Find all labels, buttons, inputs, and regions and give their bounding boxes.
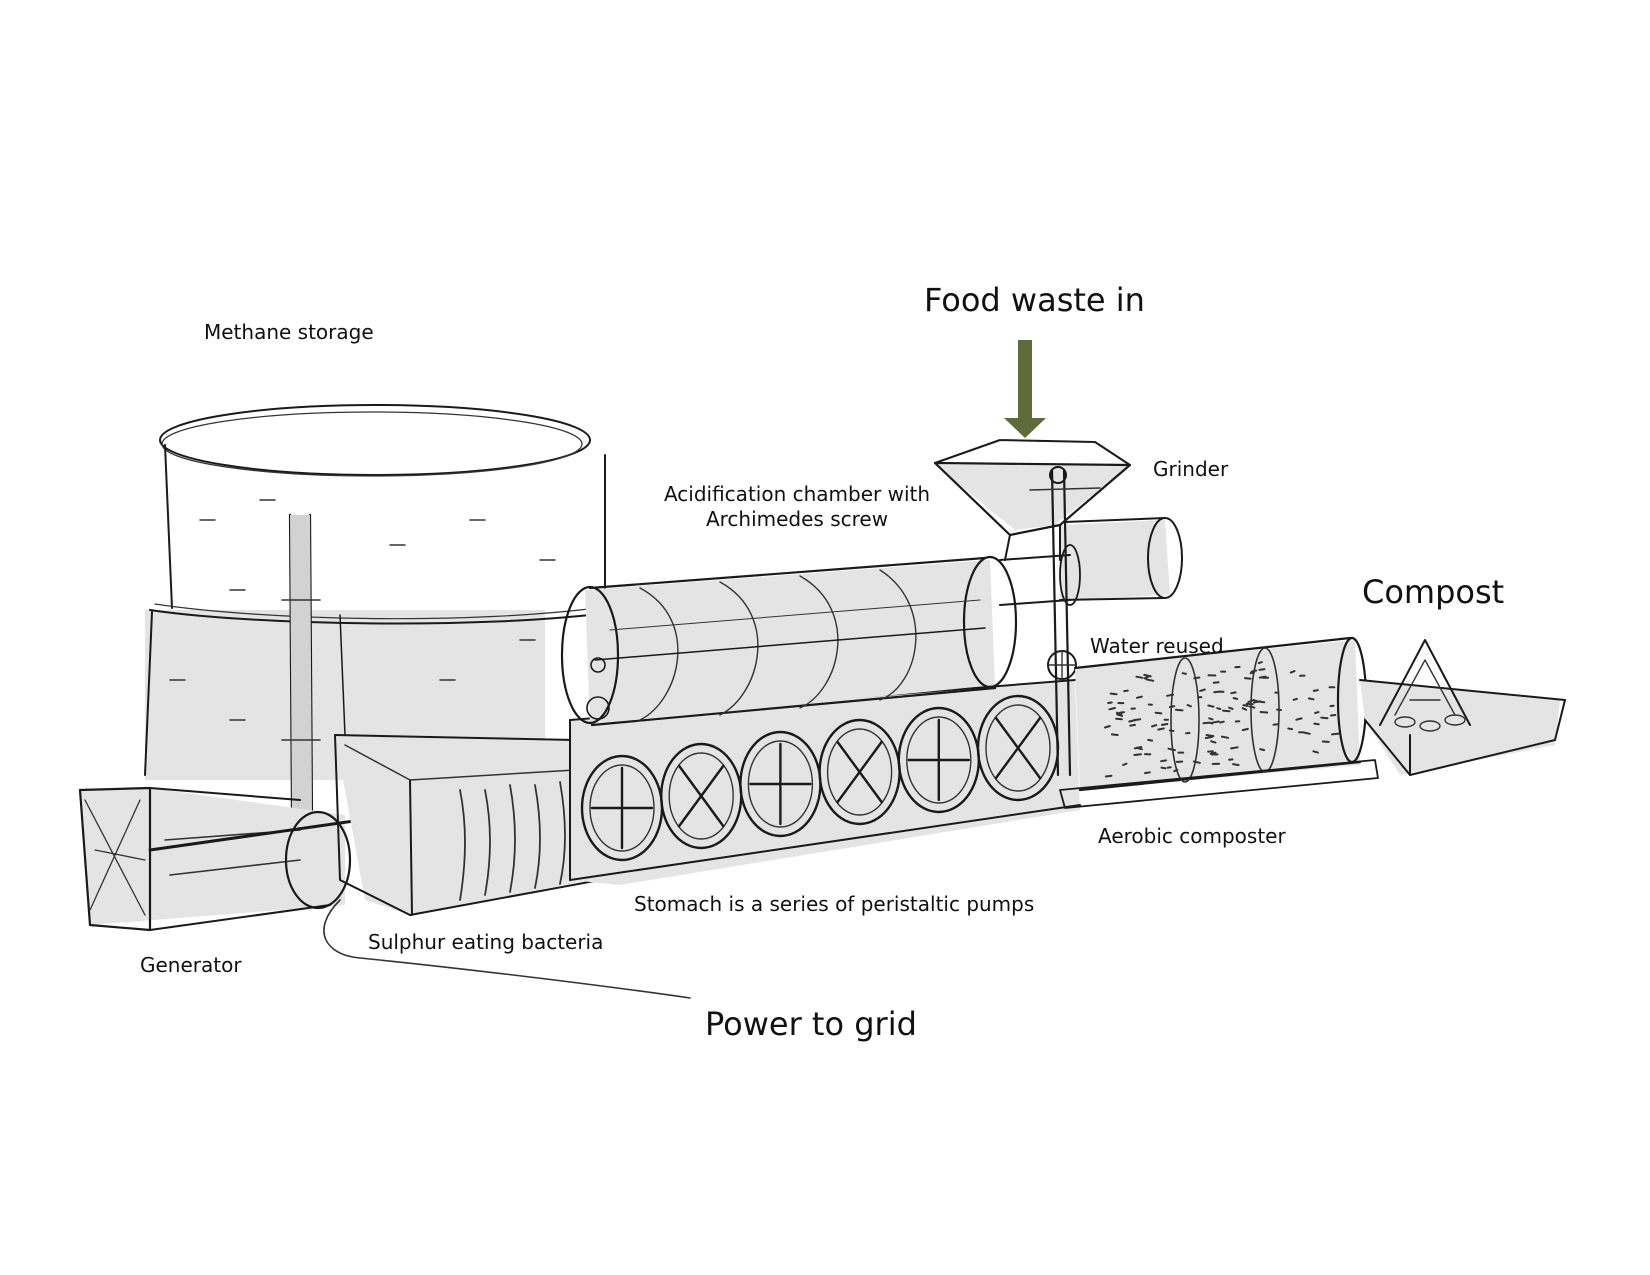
label-acidification-line2: Archimedes screw (705, 507, 889, 531)
power-cable (323, 899, 691, 999)
grinder-assembly (933, 439, 1183, 777)
inflow-arrow (1004, 340, 1046, 438)
label-water-reused: Water reused (1090, 634, 1224, 658)
generator-unit (78, 786, 377, 932)
label-food-waste-in: Food waste in (924, 281, 1145, 319)
label-power-to-grid: Power to grid (705, 1005, 917, 1043)
label-methane-storage: Methane storage (204, 320, 374, 344)
methane-storage-tank (144, 404, 616, 817)
label-generator: Generator (140, 953, 242, 977)
peristaltic-pump (580, 754, 664, 862)
label-acidification-line1: Acidification chamber with (663, 482, 931, 506)
sulphur-bacteria-chamber (334, 734, 601, 916)
peristaltic-pump (897, 706, 980, 814)
aerobic-composter (1059, 636, 1379, 809)
compost-tray (1359, 639, 1566, 776)
label-stomach: Stomach is a series of peristaltic pumps (634, 892, 1035, 916)
label-acidification-chamber: Acidification chamber with Archimedes sc… (652, 482, 942, 532)
label-aerobic-composter: Aerobic composter (1098, 824, 1286, 848)
label-sulphur-bacteria: Sulphur eating bacteria (368, 930, 604, 954)
water-reuse-pipe (1047, 650, 1077, 680)
peristaltic-pump (739, 730, 822, 838)
peristaltic-pumps (580, 694, 1060, 862)
acidification-chamber (560, 555, 1018, 727)
label-grinder: Grinder (1153, 457, 1229, 481)
label-compost: Compost (1362, 573, 1505, 611)
